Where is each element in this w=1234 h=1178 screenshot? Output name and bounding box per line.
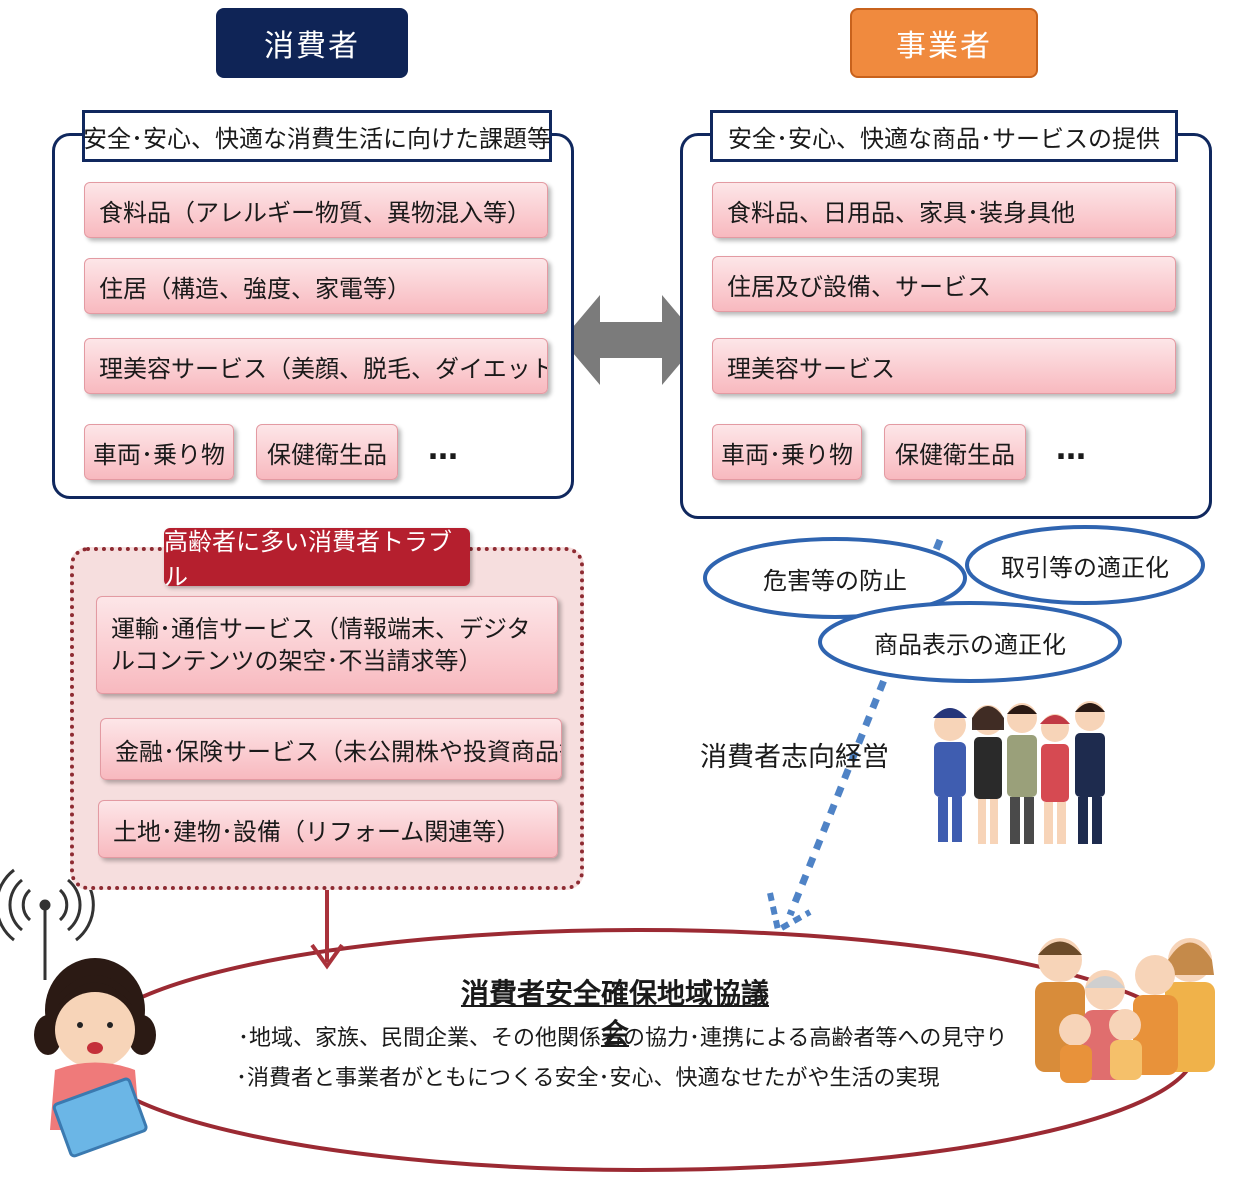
consumer-item-beauty: 理美容サービス（美顔、脱毛、ダイエット等） [84,338,548,394]
ellipse-transaction [965,525,1205,605]
girl-tablet-icon [34,958,156,1158]
council-line-1: ･地域、家族、民間企業、その他関係者の協力･連携による高齢者等への見守り [238,1026,1008,1051]
family-icon [1035,938,1215,1083]
ellipse-harm-prevention-label: 危害等の防止 [763,566,907,595]
ellipse-transaction-label: 取引等の適正化 [1001,553,1169,582]
business-item-beauty: 理美容サービス [712,338,1176,394]
consumer-item-food: 食料品（アレルギー物質、異物混入等） [84,182,548,238]
down-arrow-icon [310,890,344,970]
business-ellipsis: … [1056,432,1090,467]
trouble-item-finance: 金融･保険サービス（未公開株や投資商品等） [100,718,562,780]
business-item-health: 保健衛生品 [884,424,1026,480]
business-item-goods: 食料品、日用品、家具･装身具他 [712,182,1176,238]
consumer-header: 消費者 [216,8,408,78]
business-item-vehicles: 車両･乗り物 [712,424,862,480]
business-header: 事業者 [850,8,1038,78]
business-item-housing: 住居及び設備、サービス [712,256,1176,312]
consumer-item-health: 保健衛生品 [256,424,398,480]
double-arrow-icon [562,295,700,385]
ellipse-harm-prevention [703,537,967,619]
consumer-item-housing: 住居（構造、強度、家電等） [84,258,548,314]
consumer-panel-title: 安全･安心、快適な消費生活に向けた課題等 [82,110,552,162]
business-panel-title: 安全･安心、快適な商品･サービスの提供 [710,110,1178,162]
trouble-item-property: 土地･建物･設備（リフォーム関連等） [98,800,558,858]
consumer-item-vehicles: 車両･乗り物 [84,424,234,480]
council-line-2: ･消費者と事業者がともにつくる安全･安心、快適なせたがや生活の実現 [236,1066,940,1091]
elderly-trouble-title: 高齢者に多い消費者トラブル [164,528,470,591]
ellipse-labeling [818,601,1122,683]
dotted-arrow-icon [767,538,944,935]
consumer-ellipsis: … [428,432,462,467]
council-title: 消費者安全確保地域協議会 [460,977,769,1050]
workers-icon [933,701,1105,844]
trouble-item-telecom: 運輸･通信サービス（情報端末、デジタルコンテンツの架空･不当請求等） [96,596,558,694]
management-label: 消費者志向経営 [700,742,889,773]
ellipse-labeling-label: 商品表示の適正化 [874,630,1066,659]
